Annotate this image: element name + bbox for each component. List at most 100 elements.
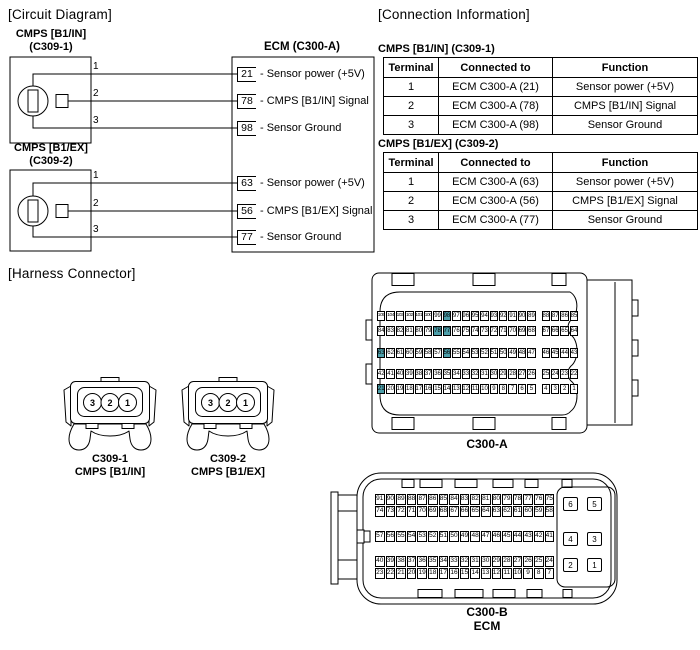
pin-45: 45 bbox=[502, 531, 512, 542]
pin-74: 74 bbox=[470, 326, 480, 336]
pin-43: 43 bbox=[569, 348, 579, 358]
pin-62: 62 bbox=[386, 348, 395, 358]
pin-21: 21 bbox=[377, 384, 386, 394]
c300a-top-tab bbox=[392, 274, 414, 286]
pin-20: 20 bbox=[386, 384, 395, 394]
pin-33: 33 bbox=[449, 556, 459, 567]
big-pin: 1 bbox=[587, 558, 602, 572]
pin-46: 46 bbox=[541, 348, 551, 358]
c300b-sublabel: ECM bbox=[473, 619, 501, 633]
pin-64: 64 bbox=[480, 506, 491, 517]
connection-information-title: [Connection Information] bbox=[378, 7, 530, 22]
pin-104: 104 bbox=[386, 311, 395, 321]
plug-pin-circle bbox=[237, 394, 255, 412]
pin-8: 8 bbox=[499, 384, 508, 394]
ecm-pin-entry: 77 - Sensor Ground bbox=[237, 229, 341, 245]
pin-78: 78 bbox=[433, 326, 442, 336]
ecm-pin-number: 98 bbox=[237, 120, 256, 136]
terminal-number: 3 bbox=[93, 115, 99, 126]
big-pin: 5 bbox=[587, 497, 602, 511]
pin-14: 14 bbox=[470, 568, 480, 579]
cell-terminal: 2 bbox=[383, 191, 439, 211]
ecm-title: ECM (C300-A) bbox=[263, 41, 341, 53]
plug-wing-right bbox=[149, 386, 156, 426]
pin-20: 20 bbox=[406, 568, 417, 579]
pin-85: 85 bbox=[569, 311, 579, 321]
pin-68: 68 bbox=[527, 326, 536, 336]
pin-80: 80 bbox=[414, 326, 423, 336]
pin-76: 76 bbox=[452, 326, 461, 336]
pin-30: 30 bbox=[489, 369, 499, 379]
pin-60: 60 bbox=[523, 506, 533, 517]
pin-66: 66 bbox=[459, 506, 470, 517]
pin-61: 61 bbox=[512, 506, 523, 517]
cell-connected-to: ECM C300-A (56) bbox=[438, 191, 553, 211]
terminal-number: 2 bbox=[93, 88, 99, 99]
pin-63: 63 bbox=[491, 506, 502, 517]
plug-foot bbox=[86, 424, 98, 429]
ecm-pin-number: 77 bbox=[237, 229, 256, 245]
pin-12: 12 bbox=[461, 384, 470, 394]
pin-93: 93 bbox=[489, 311, 499, 321]
pin-26: 26 bbox=[527, 369, 536, 379]
pin-71: 71 bbox=[499, 326, 508, 336]
pin-13: 13 bbox=[452, 384, 461, 394]
pin-90: 90 bbox=[385, 494, 396, 505]
pin-6: 6 bbox=[517, 384, 527, 394]
pin-68: 68 bbox=[438, 506, 449, 517]
cell-connected-to: ECM C300-A (63) bbox=[438, 172, 553, 192]
pin-51: 51 bbox=[489, 348, 499, 358]
pin-34: 34 bbox=[452, 369, 461, 379]
ecm-pin-desc: - Sensor power (+5V) bbox=[260, 177, 365, 189]
pin-29: 29 bbox=[499, 369, 508, 379]
pin-78: 78 bbox=[512, 494, 523, 505]
table-row: 3 ECM C300-A (77) Sensor Ground bbox=[383, 210, 698, 230]
pin-48: 48 bbox=[517, 348, 527, 358]
pin-67: 67 bbox=[541, 326, 551, 336]
pin-row-gap bbox=[537, 326, 541, 336]
cell-function: CMPS [B1/EX] Signal bbox=[552, 191, 698, 211]
plug-foot bbox=[122, 424, 134, 429]
cell-function: Sensor Ground bbox=[552, 210, 698, 230]
pin-row-gap bbox=[537, 348, 541, 358]
cell-terminal: 1 bbox=[383, 172, 439, 192]
c300b-big-pin-panel bbox=[557, 487, 615, 587]
col-header: Function bbox=[552, 57, 698, 78]
pin-65: 65 bbox=[560, 326, 569, 336]
pin-53: 53 bbox=[417, 531, 427, 542]
c300b-top-tab bbox=[525, 480, 538, 488]
pin-15: 15 bbox=[433, 384, 442, 394]
cell-connected-to: ECM C300-A (98) bbox=[438, 115, 553, 135]
table-row: 3 ECM C300-A (98) Sensor Ground bbox=[383, 115, 698, 135]
pin-91: 91 bbox=[375, 494, 385, 505]
pin-5: 5 bbox=[527, 384, 536, 394]
harness-connector-title: [Harness Connector] bbox=[8, 266, 136, 281]
sensor2-name-label: CMPS [B1/EX] bbox=[14, 142, 88, 154]
pin-58: 58 bbox=[423, 348, 433, 358]
pin-49: 49 bbox=[508, 348, 517, 358]
pin-81: 81 bbox=[405, 326, 414, 336]
pin-63: 63 bbox=[377, 348, 386, 358]
c300b-top-tab bbox=[493, 480, 513, 488]
ecm-pin-number: 56 bbox=[237, 203, 256, 219]
pin-88: 88 bbox=[406, 494, 417, 505]
pin-31: 31 bbox=[470, 556, 480, 567]
c300b-label: C300-B bbox=[466, 605, 508, 619]
pin-35: 35 bbox=[442, 369, 452, 379]
plug-pin-number: 2 bbox=[107, 398, 112, 408]
c300b-retainer bbox=[357, 530, 364, 543]
pin-72: 72 bbox=[396, 506, 406, 517]
pin-87: 87 bbox=[417, 494, 427, 505]
pin-49: 49 bbox=[459, 531, 470, 542]
c300b-bottom-tab bbox=[527, 590, 542, 598]
c300a-cap-bump bbox=[632, 340, 638, 356]
pin-28: 28 bbox=[502, 556, 512, 567]
pin-29: 29 bbox=[491, 556, 502, 567]
plug-wing-left bbox=[64, 386, 71, 426]
pin-103: 103 bbox=[395, 311, 405, 321]
pin-41: 41 bbox=[544, 531, 555, 542]
sensor2-terminal-square bbox=[56, 205, 68, 218]
